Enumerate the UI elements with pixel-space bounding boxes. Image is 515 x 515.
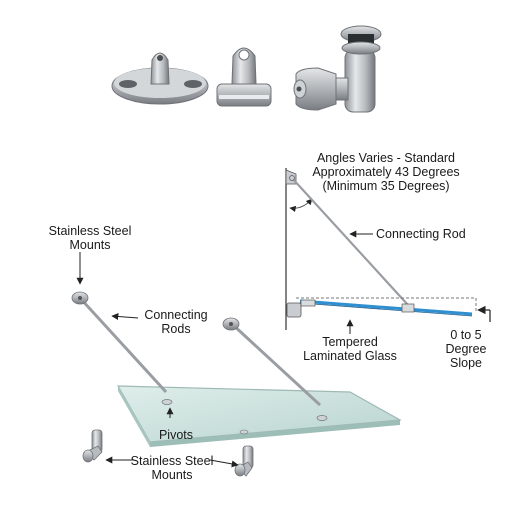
pivot-left (161, 399, 173, 405)
side-glass-clamp (401, 303, 415, 313)
connecting-rods-line1: Connecting (144, 308, 207, 322)
hardware-photo-wall-pivot (293, 25, 382, 113)
tempered-label-line1: Tempered (322, 335, 378, 349)
bottom-wall-mount (286, 302, 302, 318)
ss-mounts-bottom-line2: Mounts (152, 468, 193, 482)
pivot-right (316, 415, 328, 421)
bottom-mount-left (82, 429, 103, 463)
side-view-diagram: Angles Varies - Standard Approximately 4… (285, 151, 491, 370)
slope-label-line1: 0 to 5 (450, 328, 481, 342)
connecting-rod-right (230, 322, 322, 407)
connecting-rods-leader (111, 312, 139, 320)
angle-label-line1: Angles Varies - Standard (317, 151, 455, 165)
slope-label-line2: Degree (446, 342, 487, 356)
angle-label-line3: (Minimum 35 Degrees) (322, 179, 449, 193)
side-connecting-rod (291, 177, 409, 306)
wall-mount-right (222, 317, 240, 331)
pivots-label: Pivots (159, 428, 193, 442)
slope-label-line3: Slope (450, 356, 482, 370)
wall-mount-left (71, 291, 89, 305)
ss-mounts-top-line2: Mounts (70, 238, 111, 252)
tempered-label-line2: Laminated Glass (303, 349, 397, 363)
connecting-rods-line2: Rods (161, 322, 190, 336)
hardware-photo-glass-clamp (216, 47, 272, 107)
bottom-mounts-leader-right (209, 459, 239, 468)
ss-mounts-top-line1: Stainless Steel (49, 224, 132, 238)
connecting-rod-label: Connecting Rod (376, 227, 466, 241)
ss-mounts-bottom-line1: Stainless Steel (131, 454, 214, 468)
bottom-mount-right (234, 445, 254, 477)
connecting-rod-left (78, 296, 168, 394)
side-glass-panel (299, 299, 473, 316)
angle-arc (289, 198, 313, 213)
canopy-illustration: Stainless Steel Mounts Connecting Rods P… (49, 224, 402, 482)
hardware-photo-flat-mount (111, 52, 209, 105)
angle-label-line2: Approximately 43 Degrees (312, 165, 459, 179)
